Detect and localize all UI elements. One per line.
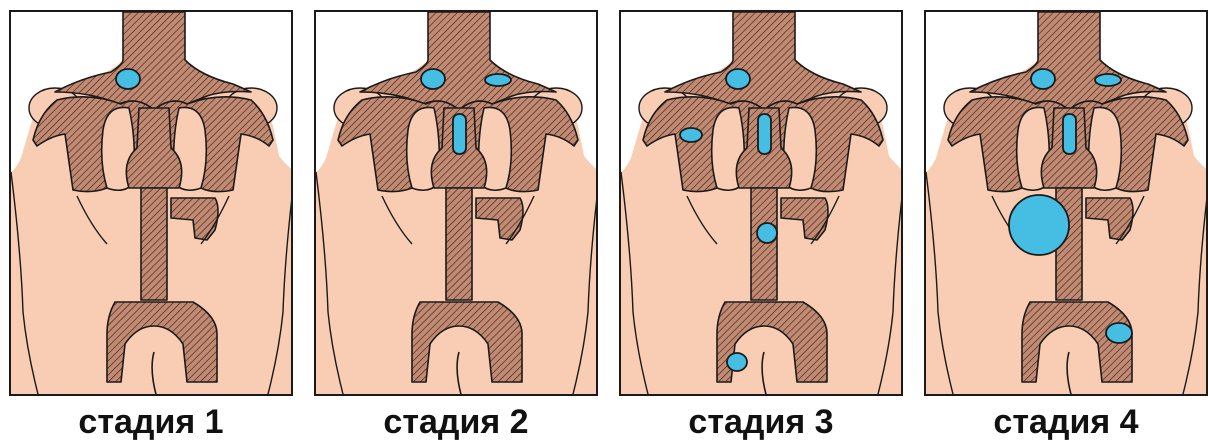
tumor-neck-left bbox=[726, 69, 750, 89]
stage-4-panel bbox=[924, 10, 1208, 396]
stage-4-label: стадия 4 bbox=[924, 402, 1208, 442]
tumor-mediastinum bbox=[1063, 114, 1076, 154]
tumor-mediastinum bbox=[453, 114, 466, 154]
torso-illustration bbox=[316, 12, 598, 396]
tumor-neck-left bbox=[1031, 69, 1055, 89]
stage-1-panel bbox=[9, 10, 293, 396]
spine-region bbox=[141, 188, 167, 300]
spine-region bbox=[751, 188, 777, 300]
stage-3-panel bbox=[619, 10, 903, 396]
tumor-armpit-right bbox=[680, 128, 702, 142]
torso-illustration bbox=[11, 12, 293, 396]
tumor-mediastinum bbox=[758, 114, 771, 154]
stage-2-label: стадия 2 bbox=[314, 402, 598, 442]
torso-illustration bbox=[926, 12, 1208, 396]
tumor-groin-right bbox=[727, 353, 747, 371]
spine-region bbox=[446, 188, 472, 300]
tumor-groin-left bbox=[1106, 323, 1132, 343]
stage-1-label: стадия 1 bbox=[9, 402, 293, 442]
tumor-spleen-area bbox=[757, 223, 777, 243]
stage-2-panel bbox=[314, 10, 598, 396]
stage-3-label: стадия 3 bbox=[619, 402, 903, 442]
tumor-liver bbox=[1009, 195, 1069, 255]
tumor-neck-left bbox=[116, 69, 140, 89]
torso-illustration bbox=[621, 12, 903, 396]
tumor-neck-right bbox=[485, 74, 511, 86]
tumor-neck-left bbox=[421, 69, 445, 89]
tumor-neck-right bbox=[1095, 74, 1121, 86]
